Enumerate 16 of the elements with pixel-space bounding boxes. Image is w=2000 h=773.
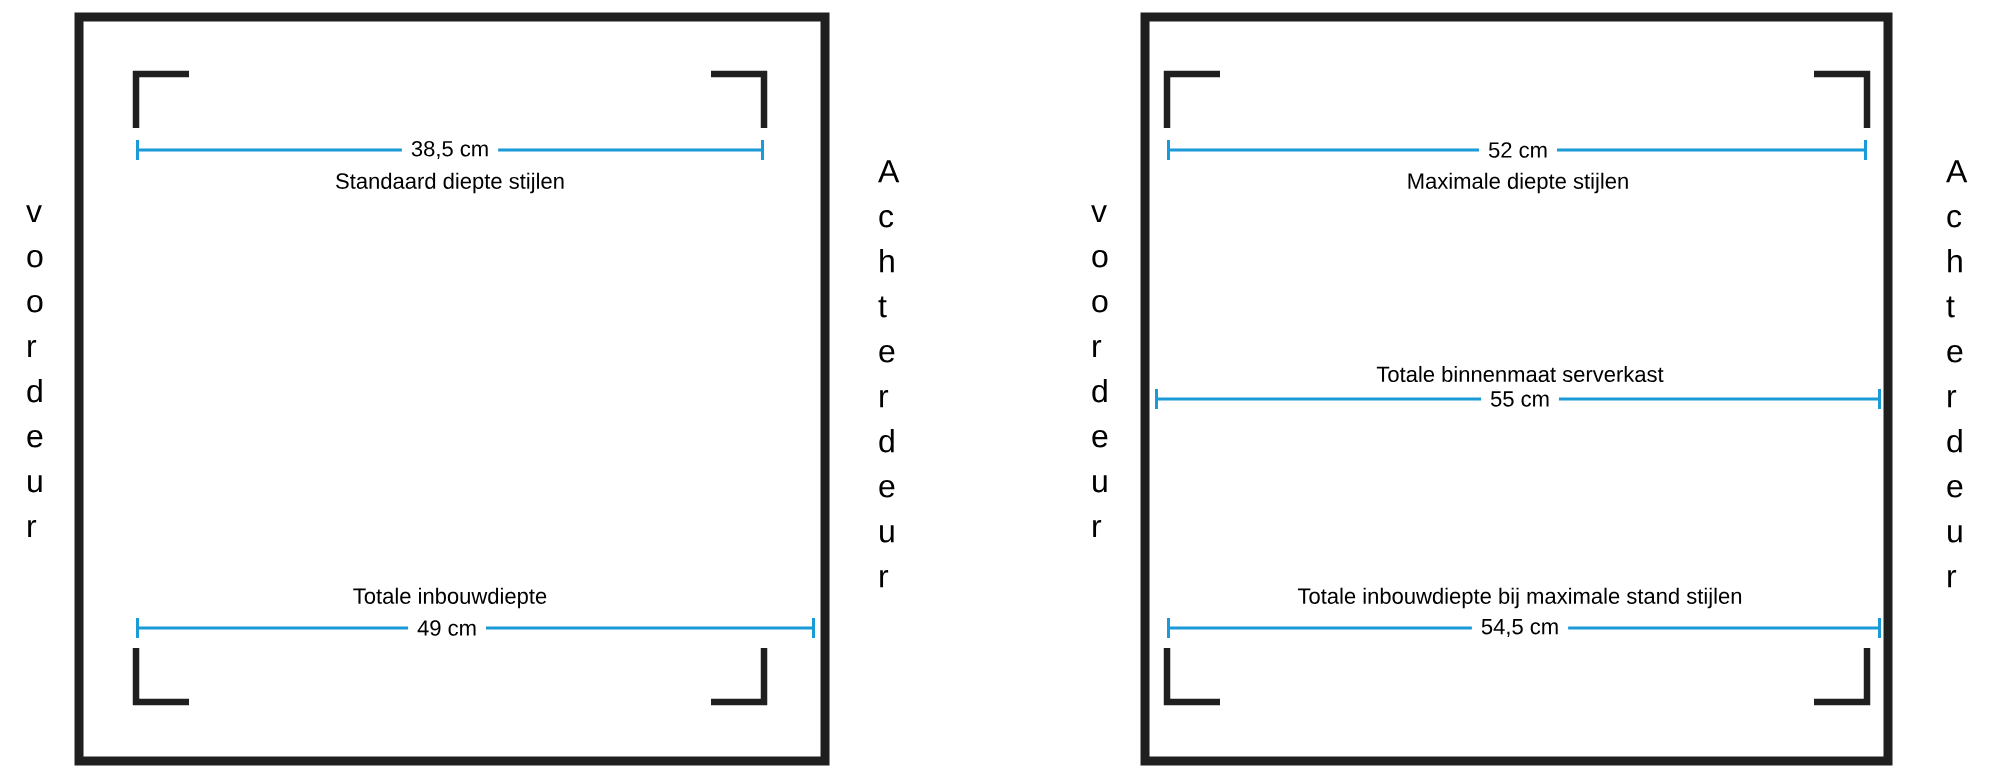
dimension-value: 55 cm xyxy=(1481,389,1559,409)
dimension-caption: Maximale diepte stijlen xyxy=(1408,172,1628,194)
door-label: Achterdeur xyxy=(1946,160,1968,588)
dimension-value: 49 cm xyxy=(408,618,486,638)
door-label: voordeur xyxy=(1091,205,1108,538)
cabinet-outline xyxy=(74,12,830,766)
dimension-value: 52 cm xyxy=(1479,140,1557,160)
door-label: Achterdeur xyxy=(878,160,900,588)
dimension-caption: Totale inbouwdiepte bij maximale stand stijlen xyxy=(1297,587,1742,609)
door-label: voordeur xyxy=(26,205,43,538)
dimension-caption: Totale inbouwdiepte xyxy=(353,587,547,609)
cabinet-outline xyxy=(1140,12,1893,766)
dimension-value: 38,5 cm xyxy=(401,138,499,162)
dimension-caption: Totale binnenmaat serverkast xyxy=(1376,365,1664,383)
dimension-value: 54,5 cm xyxy=(1471,617,1569,639)
dimension-caption: Standaard diepte stijlen xyxy=(336,172,564,194)
